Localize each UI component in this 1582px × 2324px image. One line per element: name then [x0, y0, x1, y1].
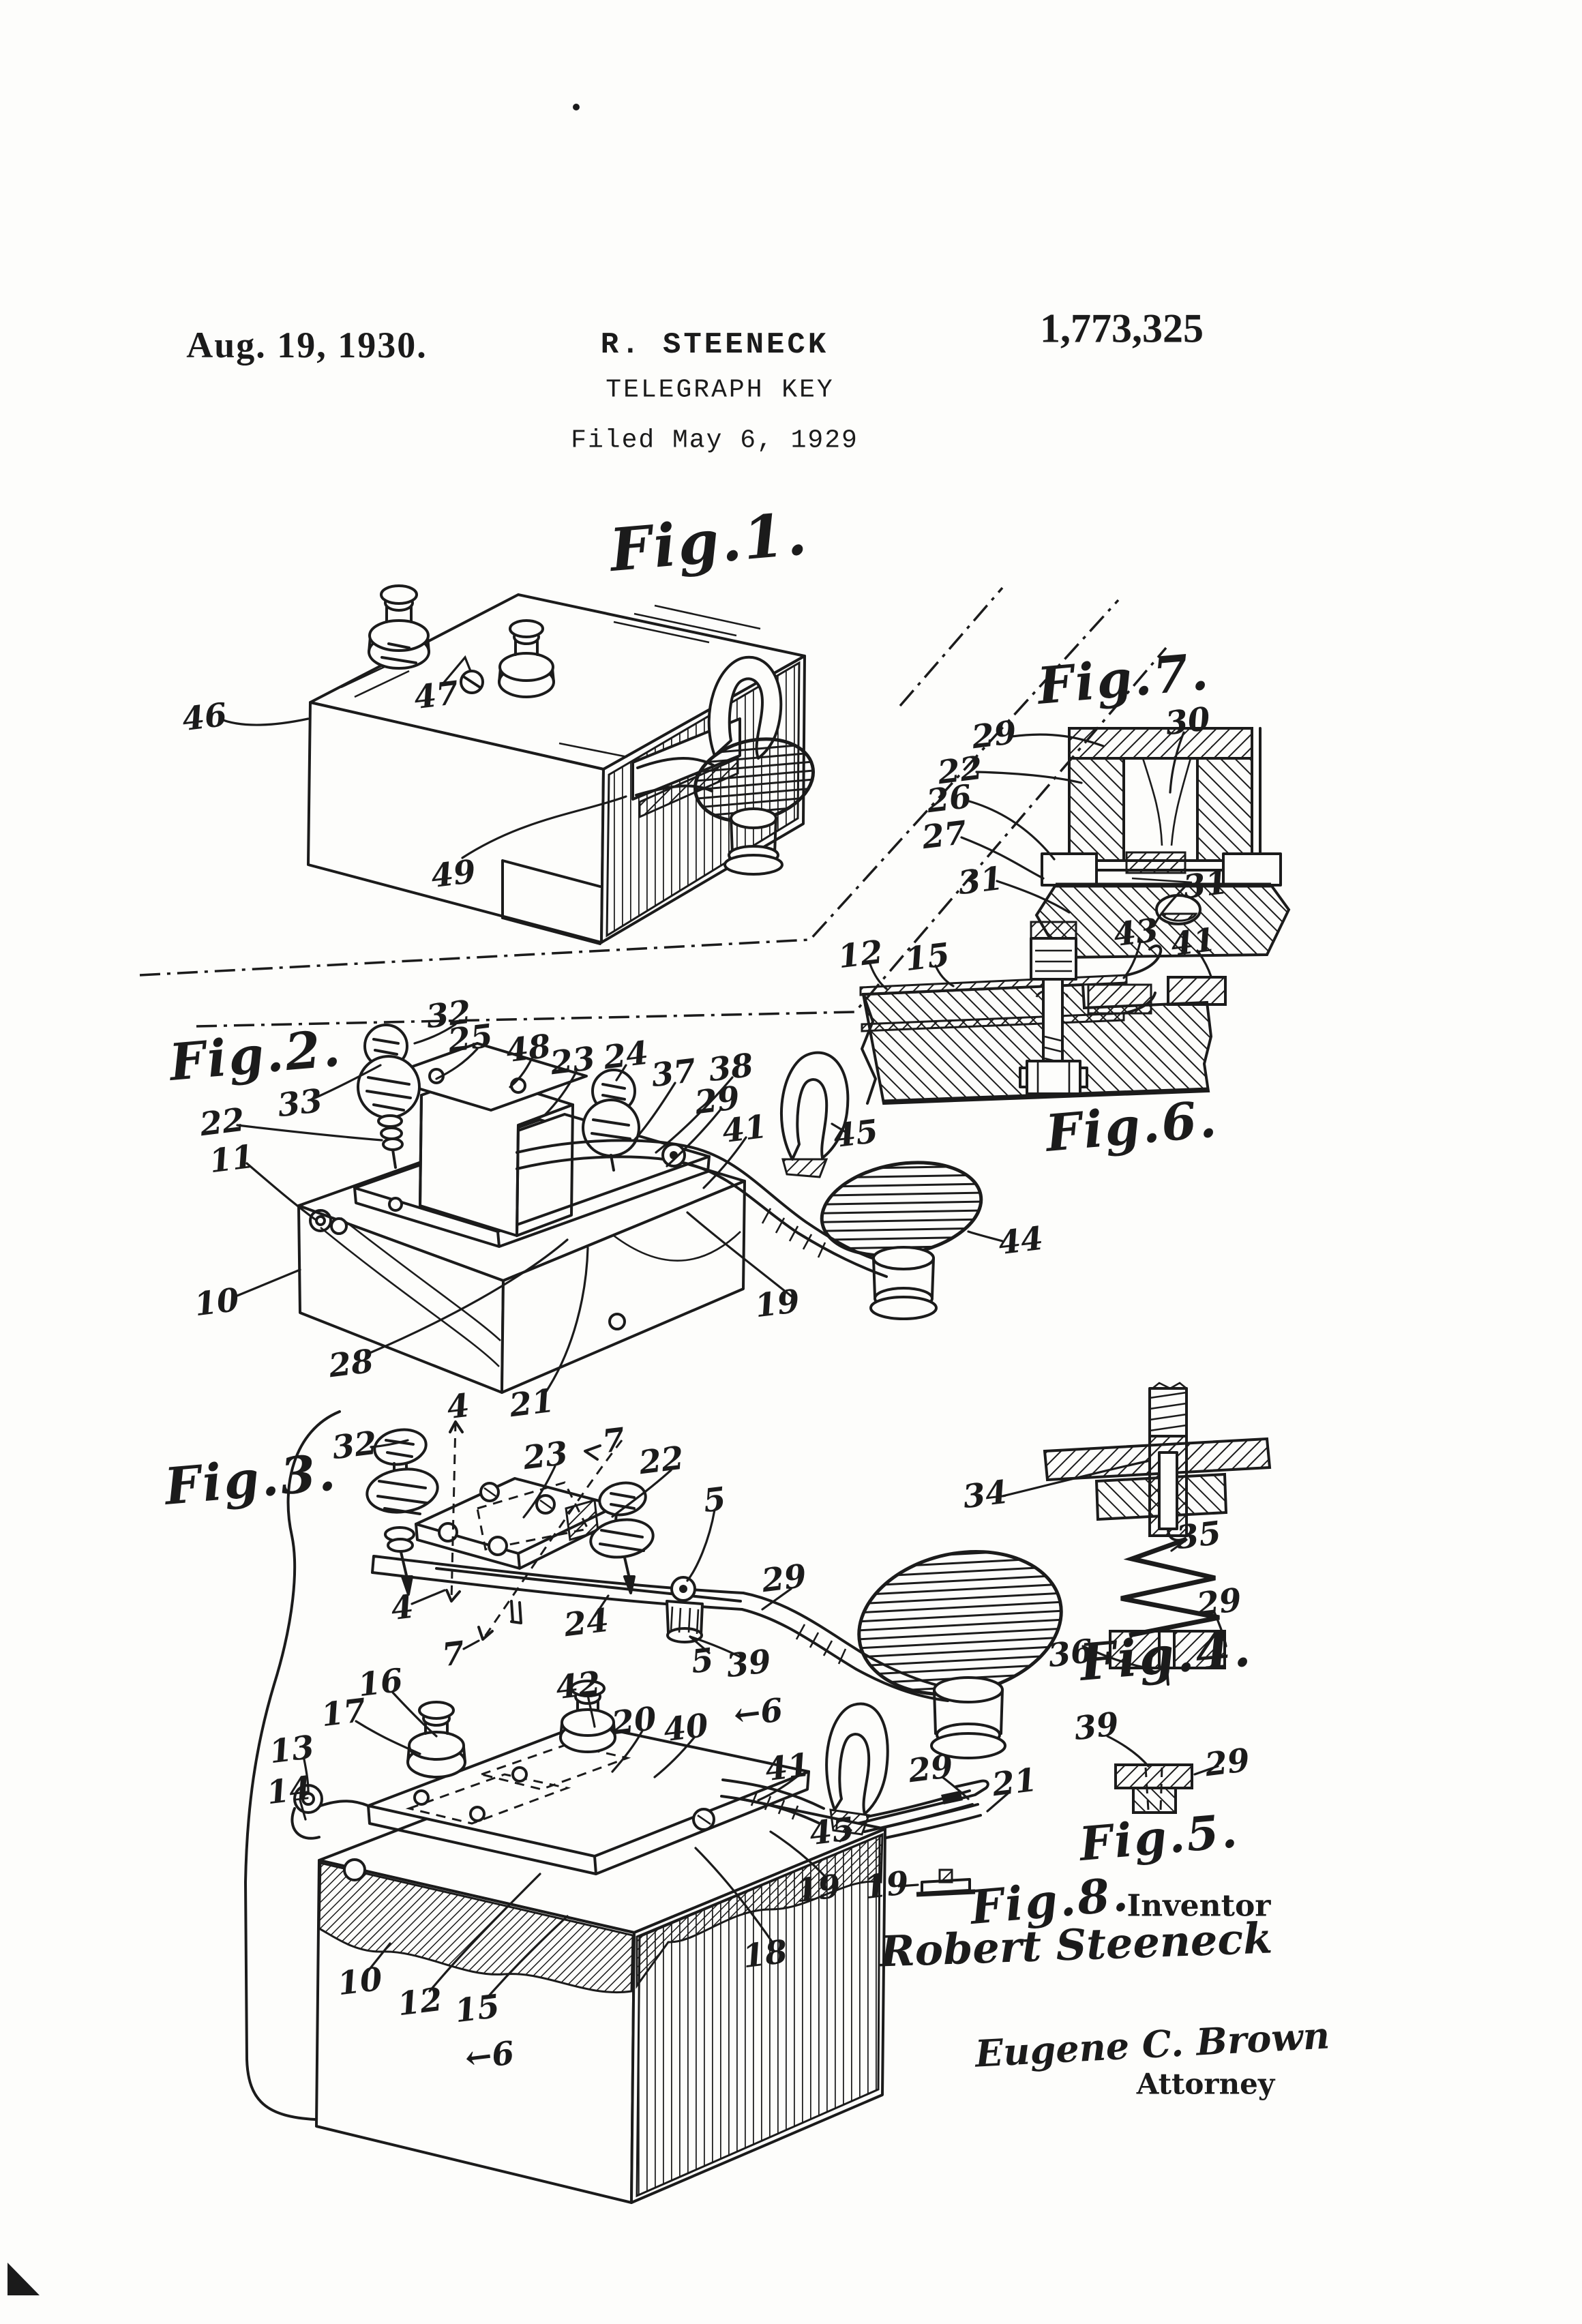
ref-numeral-fig1: 47 [412, 674, 461, 717]
fig6-drawing [859, 921, 1227, 1105]
fig5-drawing [1106, 1735, 1219, 1814]
ref-numeral-fig7: 26 [925, 777, 974, 821]
ref-numeral-fig4: 34 [961, 1473, 1010, 1517]
ref-numeral-fig5: 29 [1203, 1741, 1252, 1785]
ref-numeral-fig3: 7 [440, 1634, 467, 1675]
corner-mark [8, 2263, 40, 2295]
ref-numeral-fig2: 21 [507, 1382, 556, 1425]
ref-numeral-bottom-view: 10 [335, 1960, 385, 2003]
fig3-drawing [244, 1410, 1063, 2121]
ref-numeral-fig2: 19 [753, 1282, 802, 1326]
ref-numeral-fig2: 41 [720, 1107, 769, 1151]
ref-numeral-bottom-view: 40 [661, 1706, 711, 1750]
ref-numeral-fig4: 29 [1195, 1581, 1244, 1624]
ref-numeral-fig3: 4 [389, 1588, 416, 1628]
ink-dot [573, 104, 580, 110]
ref-numeral-fig8: 19 [862, 1864, 911, 1907]
ref-numeral-fig8: 29 [906, 1747, 955, 1791]
ref-numeral-bottom-view: 19 [794, 1867, 843, 1911]
ref-numeral-bottom-view: 42 [554, 1664, 603, 1708]
ref-numeral-fig5: 39 [1072, 1705, 1121, 1748]
ref-numeral-bottom-view: 12 [395, 1980, 445, 2024]
ref-numeral-fig2: 33 [275, 1082, 325, 1125]
ref-numeral-bottom-view: 18 [741, 1933, 790, 1976]
ref-numeral-fig2: 11 [207, 1137, 256, 1181]
ref-numeral-fig4: 35 [1174, 1514, 1223, 1558]
patent-filed-date: Filed May 6, 1929 [571, 426, 859, 456]
fig2-drawing [236, 1023, 1004, 1394]
inventor-label: Inventor [1126, 1888, 1271, 1924]
ref-numeral-bottom-view: 20 [610, 1699, 659, 1743]
attorney-label: Attorney [1136, 2067, 1275, 2101]
ref-numeral-fig6: 12 [836, 933, 885, 977]
ref-numeral-bottom-view: 45 [807, 1810, 856, 1853]
patent-title: TELEGRAPH KEY [606, 375, 835, 405]
ref-numeral-bottom-view: 17 [319, 1691, 368, 1735]
ref-numeral-fig3: 24 [562, 1601, 611, 1645]
ref-numeral-bottom-view: ←6 [731, 1691, 786, 1735]
ref-numeral-fig3: 29 [760, 1557, 809, 1600]
ref-numeral-fig3: 23 [521, 1434, 570, 1478]
ref-numeral-fig2: 44 [996, 1219, 1045, 1263]
ref-numeral-fig2: 23 [548, 1039, 597, 1083]
patent-date: Aug. 19, 1930. [186, 325, 428, 366]
fig4-drawing [1001, 1382, 1272, 1686]
ref-numeral-fig2: 24 [601, 1034, 651, 1077]
ref-numeral-fig3: 22 [637, 1439, 686, 1483]
ref-numeral-bottom-view: 14 [265, 1769, 314, 1813]
ref-numeral-fig1: 46 [180, 696, 229, 739]
ref-numeral-fig2: 28 [327, 1342, 376, 1386]
ref-numeral-fig3: 5 [701, 1480, 728, 1521]
ref-numeral-fig7: 31 [956, 859, 1005, 903]
fig7-drawing [960, 727, 1291, 959]
patent-number: 1,773,325 [1040, 306, 1204, 351]
ref-numeral-fig3: 7 [600, 1420, 627, 1461]
ref-numeral-fig2: 45 [831, 1112, 880, 1156]
ref-numeral-fig3: 32 [330, 1424, 379, 1468]
ref-numeral-bottom-view: ←6 [462, 2034, 517, 2078]
fig8-drawing [856, 1776, 1009, 1897]
ref-numeral-fig6: 43 [1111, 911, 1161, 955]
ref-numeral-bottom-view: 13 [267, 1728, 316, 1772]
ref-numeral-fig7: 27 [920, 814, 969, 857]
ref-numeral-fig3: 5 [689, 1641, 716, 1682]
ref-numeral-fig2: 48 [504, 1027, 553, 1071]
ref-numeral-fig6: 41 [1169, 921, 1218, 964]
ref-numeral-fig1: 49 [429, 852, 478, 896]
ref-numeral-fig4: 36 [1046, 1632, 1095, 1675]
ref-numeral-fig2: 10 [192, 1281, 241, 1324]
ref-numeral-bottom-view: 15 [453, 1987, 502, 2031]
ref-numeral-bottom-view: 41 [763, 1746, 812, 1789]
ref-numeral-fig2: 37 [649, 1052, 698, 1095]
bottom-view-drawing [290, 1680, 974, 2204]
fig1-drawing [139, 584, 1167, 1028]
ref-numeral-fig7: 30 [1163, 700, 1212, 743]
ref-numeral-fig2: 22 [198, 1101, 247, 1144]
ref-numeral-fig3: 4 [445, 1386, 472, 1427]
ref-numeral-fig8: 21 [990, 1761, 1039, 1804]
ref-numeral-fig7: 31 [1181, 863, 1230, 907]
ref-numeral-fig3: 39 [724, 1642, 773, 1686]
ref-numeral-fig6: 15 [903, 936, 952, 979]
patent-inventor-name: R. STEENECK [600, 328, 829, 362]
ref-numeral-fig2: 25 [446, 1017, 495, 1060]
